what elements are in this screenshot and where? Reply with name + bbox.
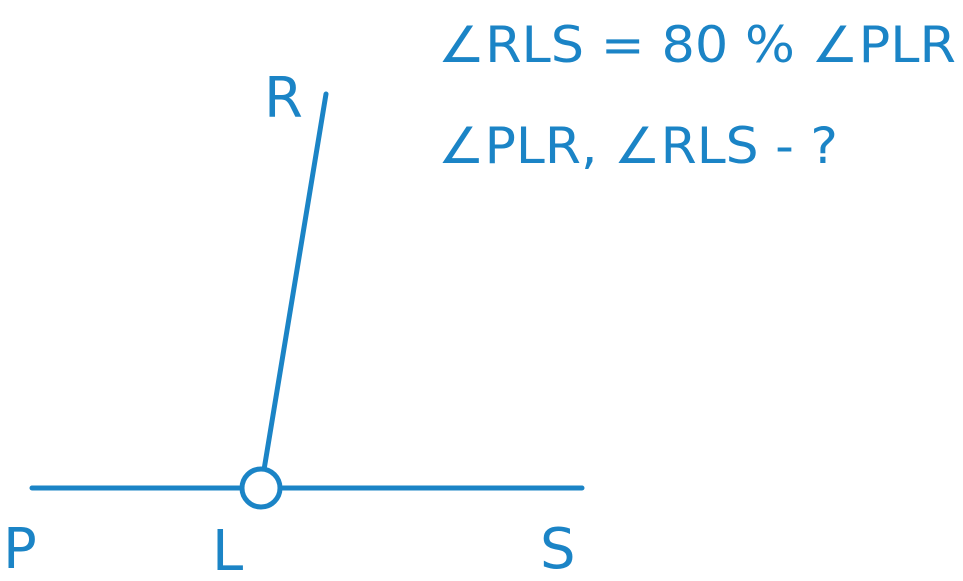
label-p: P bbox=[3, 517, 37, 581]
label-s: S bbox=[540, 517, 576, 581]
condition-text: ∠RLS = 80 % ∠PLR bbox=[438, 16, 956, 74]
label-l: L bbox=[212, 519, 243, 581]
vertex-l-marker bbox=[239, 466, 283, 510]
label-r: R bbox=[264, 66, 303, 131]
question-text: ∠PLR, ∠RLS - ? bbox=[438, 117, 838, 175]
ray-lr bbox=[258, 91, 329, 491]
